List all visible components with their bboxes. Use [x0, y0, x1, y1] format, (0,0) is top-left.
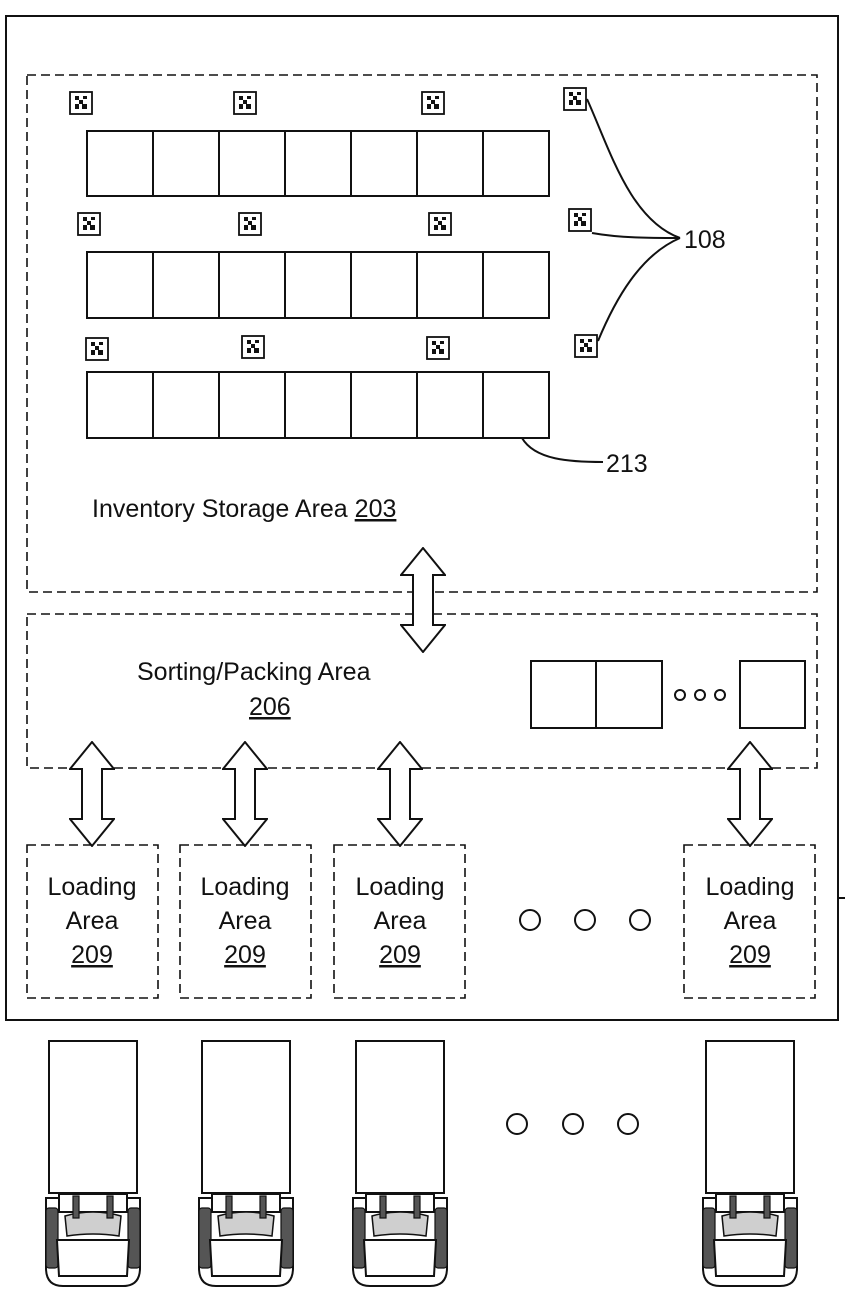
- rack-leader: [521, 437, 604, 463]
- loading-area: Loading Area 209: [683, 844, 816, 999]
- svg-text:Loading: Loading: [356, 873, 445, 901]
- inventory-storage-label: Inventory Storage Area 203: [92, 495, 396, 523]
- fiducial-marker-icon: [69, 91, 93, 115]
- svg-text:Loading: Loading: [706, 873, 795, 901]
- double-arrow-icon: [69, 741, 115, 847]
- sorting-packing-ref: 206: [249, 693, 291, 721]
- rack-row-3: [86, 371, 550, 439]
- double-arrow-icon: [400, 547, 446, 653]
- loading-area: Loading Area 209: [333, 844, 466, 999]
- ellipsis-dots-icon: [519, 909, 651, 931]
- storage-racks: [86, 130, 550, 439]
- loading-area: Loading Area 209: [26, 844, 159, 999]
- svg-text:Area: Area: [374, 907, 427, 935]
- svg-text:Area: Area: [219, 907, 272, 935]
- rack-row-2: [86, 251, 550, 319]
- svg-text:209: 209: [71, 941, 113, 969]
- building-outline: [5, 15, 839, 1021]
- svg-text:209: 209: [729, 941, 771, 969]
- ellipsis-dots-icon: [506, 1113, 639, 1135]
- fiducial-marker-icon: [85, 337, 109, 361]
- rack-row-1: [86, 130, 550, 197]
- fiducial-reference-number: 108: [684, 226, 726, 254]
- ellipsis-dots-icon: [674, 689, 726, 701]
- fiducial-markers: [69, 87, 598, 361]
- truck-icon: [352, 1040, 448, 1287]
- svg-text:209: 209: [379, 941, 421, 969]
- fiducial-marker-icon: [233, 91, 257, 115]
- loading-area: Loading Area 209: [179, 844, 312, 999]
- fiducial-marker-icon: [563, 87, 587, 111]
- fiducial-marker-icon: [568, 208, 592, 232]
- fiducial-leaders: [586, 98, 681, 342]
- double-arrow-icon: [222, 741, 268, 847]
- rack-reference-number: 213: [606, 450, 648, 478]
- fiducial-marker-icon: [428, 212, 452, 236]
- truck-icon: [198, 1040, 294, 1287]
- svg-text:209: 209: [224, 941, 266, 969]
- svg-text:Area: Area: [724, 907, 777, 935]
- svg-text:Area: Area: [66, 907, 119, 935]
- double-arrow-icon: [377, 741, 423, 847]
- double-arrow-icon: [727, 741, 773, 847]
- fiducial-marker-icon: [238, 212, 262, 236]
- fiducial-marker-icon: [241, 335, 265, 359]
- fiducial-marker-icon: [421, 91, 445, 115]
- fiducial-marker-icon: [77, 212, 101, 236]
- svg-text:Loading: Loading: [48, 873, 137, 901]
- fiducial-marker-icon: [574, 334, 598, 358]
- truck-icon: [702, 1040, 798, 1287]
- sorting-packing-label: Sorting/Packing Area: [137, 658, 371, 686]
- inventory-storage-ref: 203: [355, 495, 397, 523]
- packing-stations: [530, 660, 806, 729]
- svg-text:Loading: Loading: [201, 873, 290, 901]
- truck-icon: [45, 1040, 141, 1287]
- fiducial-marker-icon: [426, 336, 450, 360]
